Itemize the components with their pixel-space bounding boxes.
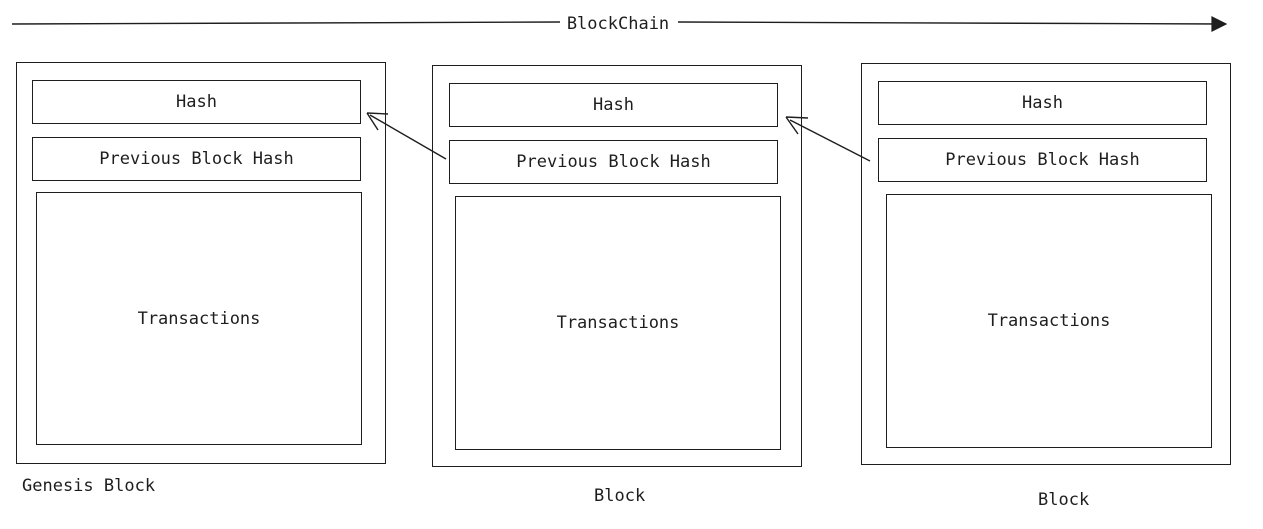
previous-hash-field: Previous Block Hash xyxy=(449,140,778,184)
hash-field: Hash xyxy=(449,83,778,127)
transactions-area: Transactions xyxy=(455,196,781,450)
diagram-title: BlockChain xyxy=(566,14,670,34)
chain-arrowhead-icon xyxy=(1211,16,1228,32)
previous-hash-field: Previous Block Hash xyxy=(878,138,1207,182)
block-3-caption: Block xyxy=(1038,490,1090,510)
transactions-area: Transactions xyxy=(886,194,1212,448)
previous-hash-field: Previous Block Hash xyxy=(32,137,361,181)
hash-field: Hash xyxy=(32,80,361,124)
hash-field: Hash xyxy=(878,81,1207,125)
genesis-block xyxy=(16,62,386,464)
chain-arrow-line-left xyxy=(11,21,561,25)
chain-arrow-line-right xyxy=(677,21,1225,25)
block-3 xyxy=(861,63,1231,465)
block-2-caption: Block xyxy=(594,486,646,506)
genesis-block-caption: Genesis Block xyxy=(22,476,156,496)
transactions-area: Transactions xyxy=(36,192,362,445)
link-arrowhead-2-to-1-icon xyxy=(366,112,389,131)
block-2 xyxy=(432,65,802,467)
link-arrow-2-to-1 xyxy=(369,114,447,160)
link-arrow-3-to-2 xyxy=(789,119,871,162)
link-arrowhead-3-to-2-icon xyxy=(785,116,809,135)
